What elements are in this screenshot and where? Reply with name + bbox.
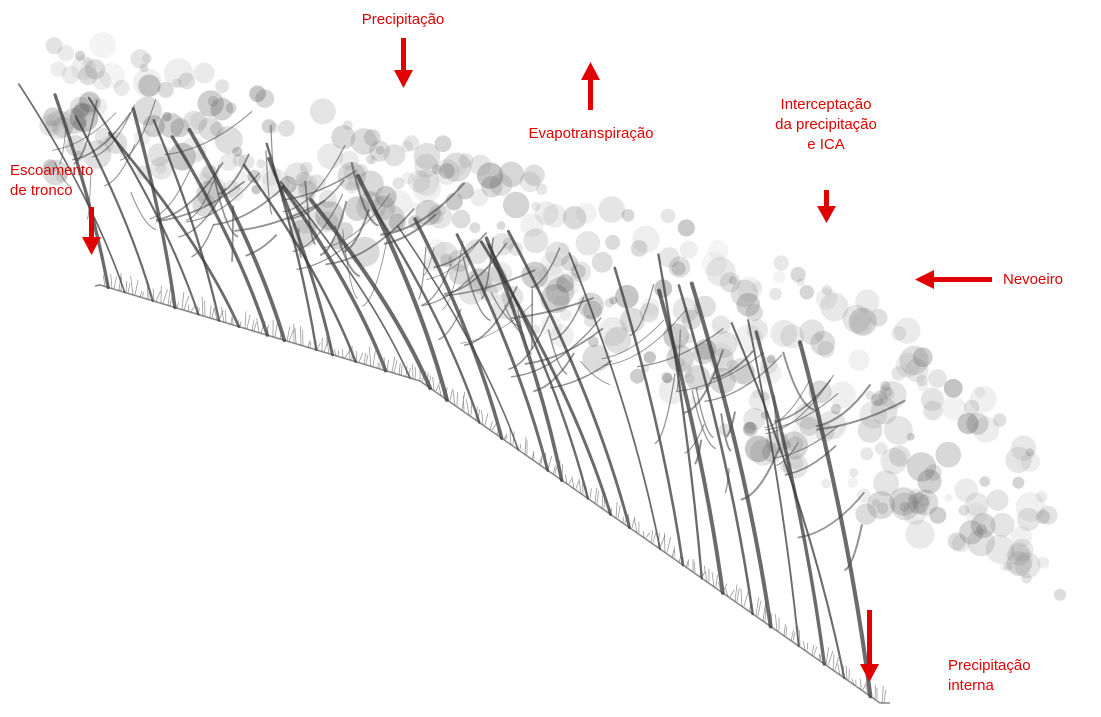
fog-arrow <box>915 270 992 289</box>
label-interception: Interceptação da precipitação e ICA <box>760 95 892 155</box>
label-stemflow: Escoamento de tronco <box>10 161 100 201</box>
label-precipitation: Precipitação <box>352 10 454 30</box>
evapotranspiration-arrow <box>581 62 600 110</box>
label-fog: Nevoeiro <box>1003 270 1083 290</box>
label-throughfall: Precipitação interna <box>948 656 1048 696</box>
stemflow-arrow <box>82 207 101 255</box>
precipitation-arrow <box>394 38 413 88</box>
label-evapotranspiration: Evapotranspiração <box>520 124 662 144</box>
interception-arrow <box>817 190 836 223</box>
